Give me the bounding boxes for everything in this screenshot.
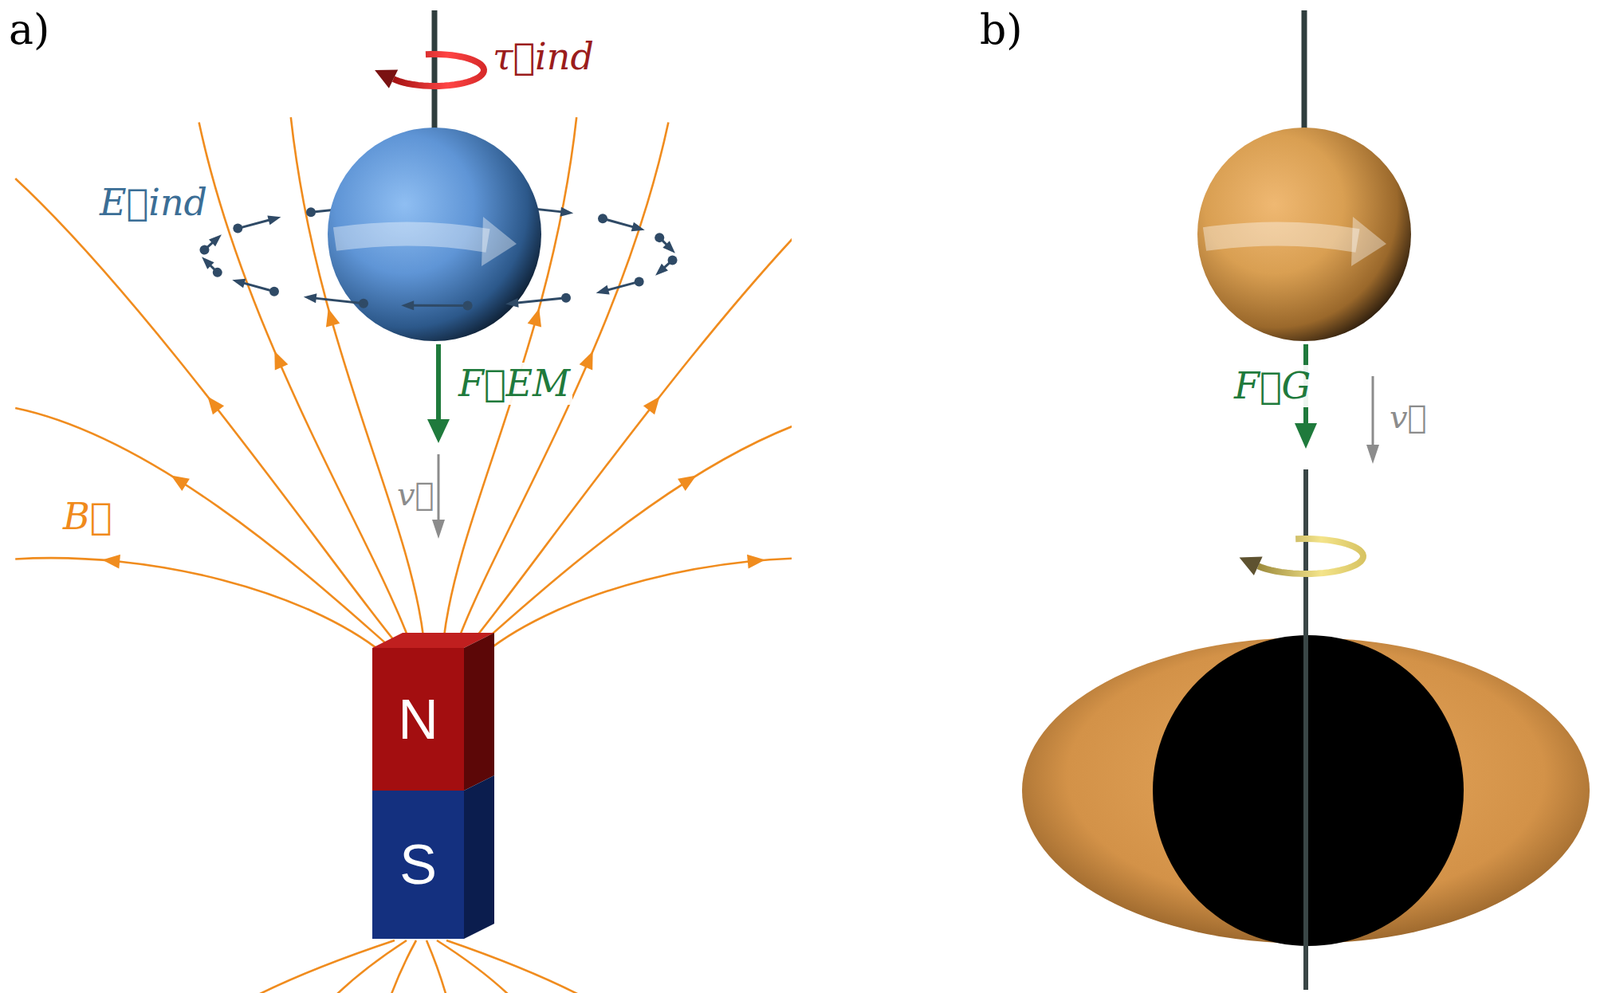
conducting-sphere [327, 127, 542, 342]
rotation-arrowhead [1239, 556, 1263, 576]
field-arrow [605, 281, 639, 291]
field-line-arrowhead [746, 554, 766, 570]
pole-letter: S [399, 837, 437, 893]
torque-rotation-arrow [374, 54, 484, 89]
field-arrowhead [631, 222, 645, 232]
field-line-arrowhead [527, 308, 542, 328]
velocity-label: v⃗ [1387, 398, 1430, 436]
rotation-axis [1301, 10, 1308, 134]
south-pole-face: S [372, 790, 464, 940]
field-line-arrowhead [643, 396, 661, 415]
field-line [436, 940, 511, 993]
field-arrow [602, 218, 636, 228]
force-label: F⃗G [1231, 365, 1314, 408]
rotation-arrowhead [374, 69, 398, 88]
spin-band-head [1351, 216, 1387, 267]
field-line-arrowhead [326, 308, 340, 328]
electric-field-label: E⃗ind [97, 181, 210, 225]
field-arrowhead [231, 279, 246, 289]
field-line-arrowhead [579, 351, 594, 371]
field-arrow [410, 304, 468, 307]
induced-field-ring-front [201, 255, 677, 311]
field-line [426, 940, 447, 993]
force-label: F⃗EM [456, 362, 573, 405]
field-line-arrowhead [102, 554, 121, 570]
force-arrowhead [1294, 423, 1317, 449]
velocity-arrowhead [1366, 444, 1380, 464]
rotation-arc [1257, 538, 1364, 574]
field-line [15, 558, 383, 653]
field-arrowhead [662, 240, 676, 254]
pole-letter: N [397, 691, 439, 748]
field-line [255, 940, 395, 993]
field-line-arrowhead [207, 396, 225, 415]
force-arrow [436, 344, 441, 423]
spin-band [1204, 233, 1358, 241]
field-arrowhead [505, 298, 519, 308]
field-arrow [237, 219, 272, 229]
field-arrowhead [303, 293, 318, 303]
velocity-arrow [437, 454, 441, 523]
field-line [446, 940, 582, 993]
rotation-arrow [1239, 538, 1364, 576]
spin-band-head [481, 216, 517, 267]
field-arrow [514, 298, 567, 304]
field-line-arrowhead [274, 351, 288, 371]
panel-label: b) [977, 6, 1026, 55]
field-arrowhead [208, 234, 222, 247]
field-arrowhead [267, 216, 281, 226]
field-line [390, 940, 417, 993]
magnetic-field-label: B⃗ [60, 495, 115, 539]
velocity-label: v⃗ [394, 475, 437, 513]
spinning-sphere [1197, 127, 1412, 342]
field-arrowhead [400, 300, 414, 311]
field-line [476, 408, 792, 649]
rotation-arc [393, 54, 484, 87]
magnet-side-south [463, 775, 495, 940]
field-arrow [313, 298, 364, 304]
panel-label: a) [6, 6, 52, 55]
magnet-side-north [463, 632, 495, 791]
rotation-axis [432, 10, 438, 134]
field-line-arrowhead [171, 475, 190, 492]
field-line [484, 558, 792, 653]
velocity-arrowhead [432, 519, 445, 539]
force-arrowhead [427, 419, 450, 444]
torque-label: τ⃗ind [490, 35, 597, 79]
field-arrowhead [201, 256, 215, 270]
velocity-arrow [1371, 376, 1375, 449]
field-arrowhead [560, 207, 574, 217]
north-pole-face: N [372, 648, 464, 791]
field-arrow [241, 282, 275, 291]
field-arrowhead [596, 285, 610, 295]
rotation-axis [1303, 469, 1309, 991]
magnetic-field-lines [15, 117, 792, 993]
field-line-arrowhead [677, 475, 696, 492]
field-line [15, 408, 391, 649]
spin-band [334, 233, 488, 241]
field-arrowhead [655, 263, 669, 276]
